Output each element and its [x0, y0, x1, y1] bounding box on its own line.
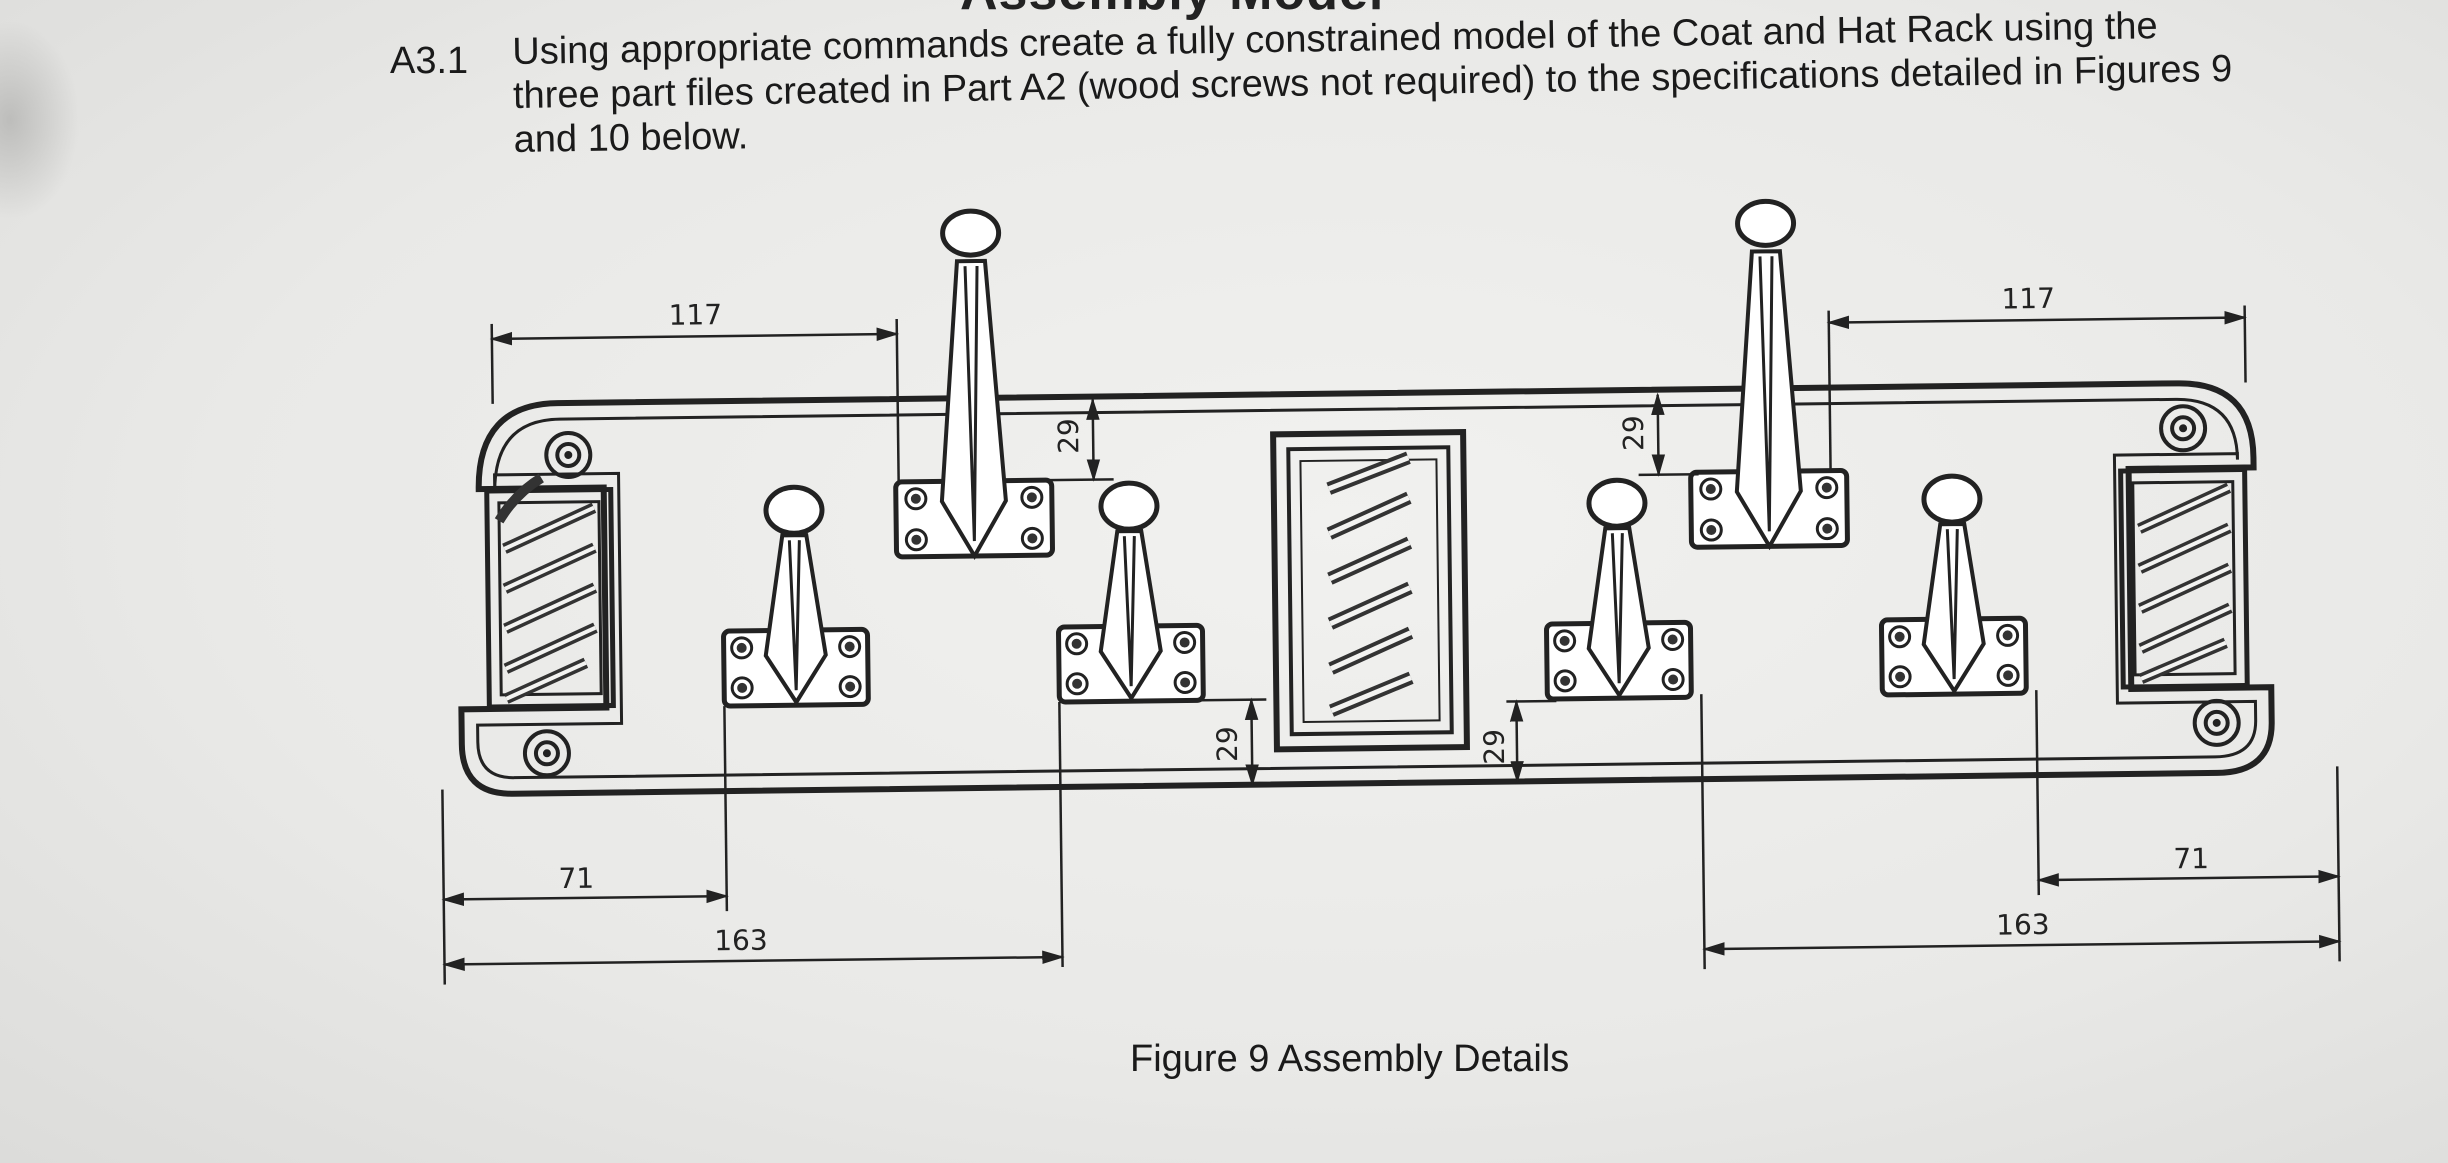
dim-117-left: 117 [668, 298, 722, 332]
dim-29-hook-right: 29 [1617, 415, 1650, 451]
coat-hook-3 [1544, 477, 1694, 702]
coat-hook-1 [721, 484, 871, 709]
right-rope-insert [2118, 466, 2250, 690]
mount-ring-bottom-right [2192, 698, 2241, 747]
dim-71-right: 71 [2173, 842, 2209, 875]
dim-163-right: 163 [1996, 908, 2050, 942]
dim-117-right: 117 [2001, 282, 2055, 316]
dim-29-bottom-right: 29 [1478, 729, 1511, 765]
dim-29-bottom-left: 29 [1211, 726, 1244, 762]
dimension-lines [441, 305, 2342, 985]
hat-hook-left [893, 208, 1055, 561]
figure-caption: Figure 9 Assembly Details [1130, 1038, 1570, 1080]
hat-hook-right [1688, 198, 1850, 551]
mount-ring-top-right [2159, 404, 2208, 453]
dim-71-left: 71 [558, 862, 594, 895]
cut-off-heading: Assembly Model [960, 0, 1384, 22]
mount-ring-top-left [544, 431, 593, 480]
dim-163-left: 163 [714, 924, 768, 958]
left-rope-insert [484, 473, 616, 710]
dim-29-hook-left: 29 [1052, 418, 1085, 454]
coat-hook-4 [1878, 473, 2029, 698]
mount-ring-bottom-left [522, 729, 571, 778]
coat-hook-2 [1056, 480, 1206, 705]
center-rope-panel [1270, 429, 1470, 753]
question-number: A3.1 [390, 40, 469, 82]
